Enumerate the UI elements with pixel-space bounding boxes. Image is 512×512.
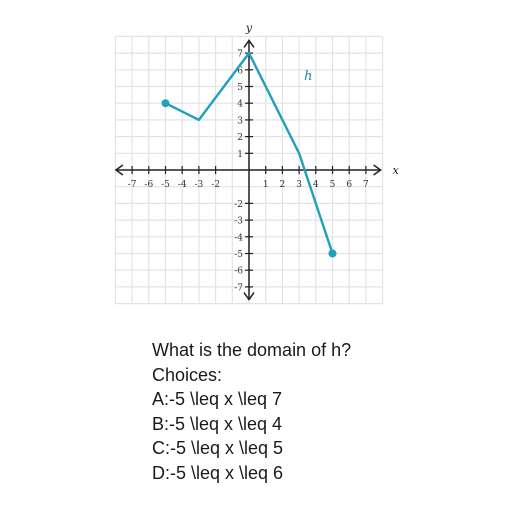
y-tick-label: -3 bbox=[234, 217, 243, 227]
x-axis-arrow-right bbox=[373, 164, 382, 176]
y-tick-label: 1 bbox=[237, 150, 243, 160]
x-tick-label: -3 bbox=[195, 180, 204, 190]
series-line-h bbox=[164, 51, 334, 254]
y-tick-label: -4 bbox=[234, 233, 243, 243]
y-tick-label: -5 bbox=[234, 250, 243, 260]
y-tick-label: -2 bbox=[234, 200, 243, 210]
x-tick-label: 7 bbox=[363, 180, 369, 190]
endpoint-end bbox=[328, 249, 337, 258]
x-tick-label: 1 bbox=[263, 180, 269, 190]
y-tick-label: -6 bbox=[234, 267, 243, 277]
y-tick-label: 7 bbox=[237, 50, 243, 60]
x-tick-label: 6 bbox=[346, 180, 352, 190]
y-axis-arrow-up bbox=[243, 39, 255, 48]
question-prompt: What is the domain of h? bbox=[152, 340, 352, 360]
y-tick-label: 5 bbox=[237, 83, 243, 93]
y-tick-label: -7 bbox=[234, 283, 243, 293]
y-tick-label: 6 bbox=[237, 66, 243, 76]
series-h bbox=[161, 51, 337, 258]
x-axis-title: x bbox=[393, 164, 400, 177]
question-block: What is the domain of h? Choices: A:-5 \… bbox=[152, 338, 351, 485]
function-label: h bbox=[304, 69, 312, 84]
y-tick-label: 3 bbox=[237, 116, 243, 126]
x-tick-label: -7 bbox=[128, 180, 137, 190]
y-tick-label: 4 bbox=[237, 100, 243, 110]
choice-a: A:-5 \leq x \leq 7 bbox=[152, 389, 283, 409]
axes bbox=[114, 39, 382, 301]
choice-c: C:-5 \leq x \leq 5 bbox=[152, 438, 284, 458]
y-axis-arrow-down bbox=[243, 292, 255, 301]
x-tick-label: 5 bbox=[330, 180, 336, 190]
x-tick-label: -2 bbox=[211, 180, 220, 190]
y-tick-label: 2 bbox=[237, 133, 243, 143]
x-axis-arrow-left bbox=[114, 164, 124, 176]
tick-marks bbox=[131, 52, 367, 288]
choice-b: B:-5 \leq x \leq 4 bbox=[152, 413, 283, 434]
y-axis-title: y bbox=[245, 21, 253, 34]
x-tick-label: -6 bbox=[144, 180, 153, 190]
x-tick-label: 2 bbox=[280, 180, 286, 190]
choice-d: D:-5 \leq x \leq 6 bbox=[152, 462, 284, 483]
x-tick-label: 4 bbox=[313, 180, 319, 190]
x-tick-label: 3 bbox=[296, 180, 302, 190]
x-tick-label: -5 bbox=[161, 180, 170, 190]
x-tick-label: -4 bbox=[178, 180, 187, 190]
endpoint-start bbox=[161, 99, 170, 108]
choices-label: Choices: bbox=[152, 364, 223, 385]
